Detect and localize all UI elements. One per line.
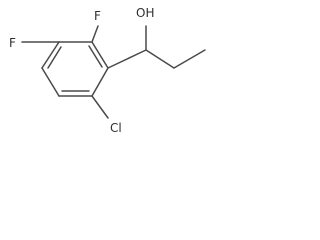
ring-bond-c6-c1 <box>91 67 109 97</box>
bond-c6-chlorine <box>91 95 109 119</box>
atom-label-hydroxyl: OH <box>136 6 154 20</box>
ring-double-bond-c3-c4 <box>47 46 62 69</box>
bond-c1-carbinol <box>107 49 147 69</box>
bond-carbinol-ch2 <box>145 49 175 69</box>
ring-bond-c4-c5 <box>41 67 60 97</box>
ring-bond-c1-c2 <box>91 41 109 69</box>
bond-c2-fluorine <box>91 25 99 43</box>
ring-double-bond-c1-c2 <box>88 45 103 68</box>
bond-ch2-ch3 <box>173 49 206 69</box>
atom-label-fluorine-2: F <box>94 9 101 23</box>
ring-bond-c3-c4 <box>41 41 60 69</box>
atom-label-fluorine-3: F <box>9 36 16 50</box>
atom-label-chlorine: Cl <box>110 121 122 135</box>
chemical-structure-diagram: F F OH Cl <box>9 6 206 135</box>
